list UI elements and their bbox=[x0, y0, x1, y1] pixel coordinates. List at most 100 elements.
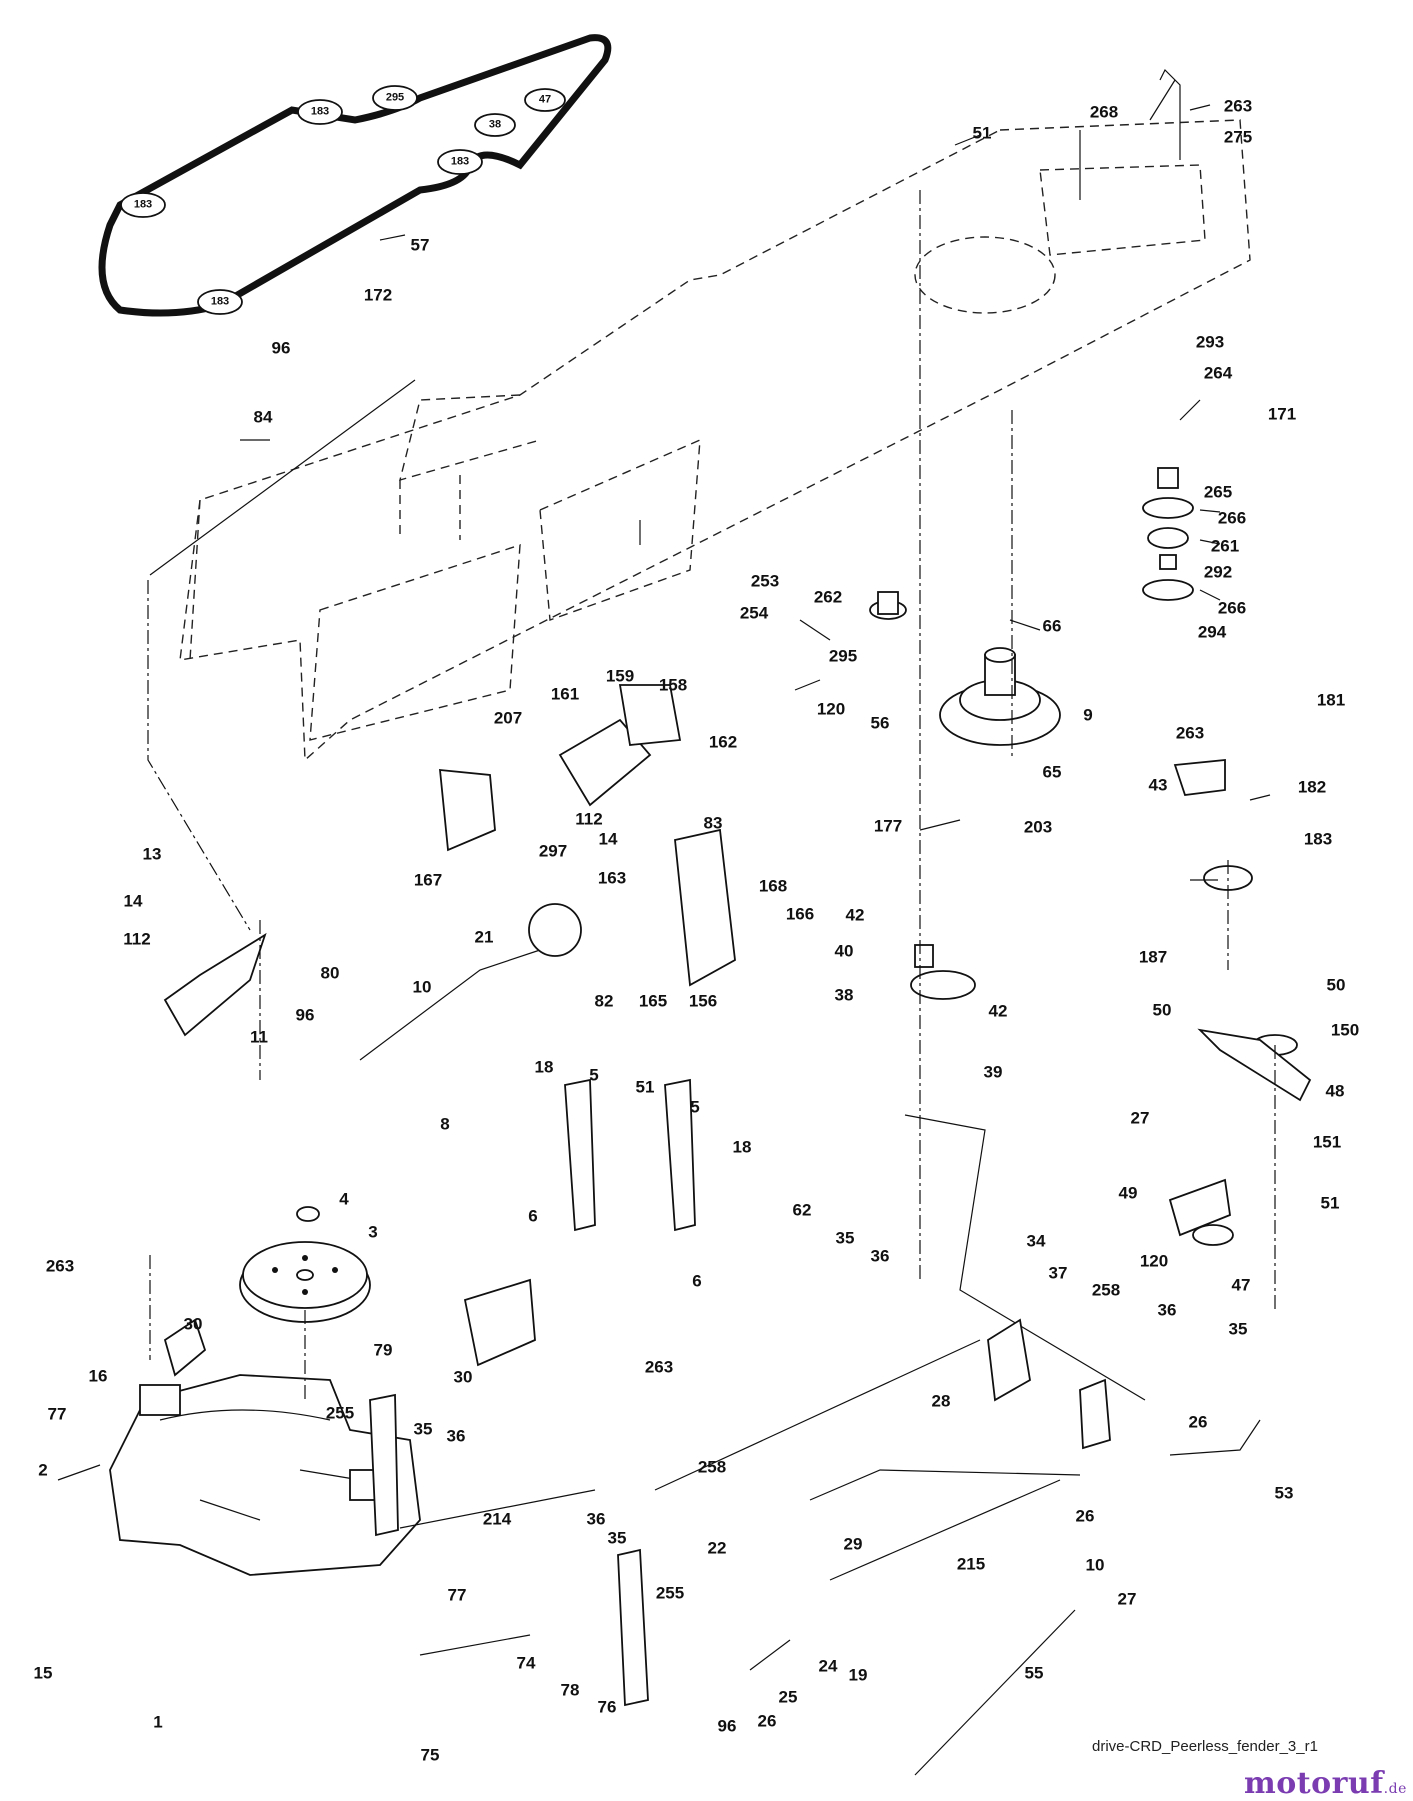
callout-1: 1 bbox=[153, 1712, 163, 1732]
callout-51c: 51 bbox=[1320, 1193, 1340, 1213]
callout-77: 77 bbox=[47, 1404, 67, 1424]
callout-150: 150 bbox=[1330, 1020, 1360, 1040]
callout-163: 163 bbox=[597, 868, 627, 888]
callout-183-belt-c: 183 bbox=[133, 198, 153, 211]
callout-167: 167 bbox=[413, 870, 443, 890]
callout-26: 26 bbox=[1188, 1412, 1208, 1432]
callout-10: 10 bbox=[412, 977, 432, 997]
callout-36: 36 bbox=[870, 1246, 890, 1266]
callout-51: 51 bbox=[972, 123, 992, 143]
callout-264: 264 bbox=[1203, 363, 1233, 383]
callout-4: 4 bbox=[339, 1189, 349, 1209]
callout-183-belt-b: 183 bbox=[450, 155, 470, 168]
callout-34: 34 bbox=[1026, 1231, 1046, 1251]
callout-18b: 18 bbox=[732, 1137, 752, 1157]
callout-215: 215 bbox=[956, 1554, 986, 1574]
callout-177: 177 bbox=[873, 816, 903, 836]
callout-6b: 6 bbox=[692, 1271, 702, 1291]
callout-187: 187 bbox=[1138, 947, 1168, 967]
idler-stack bbox=[869, 467, 1298, 1246]
callout-5: 5 bbox=[589, 1065, 599, 1085]
callout-161: 161 bbox=[550, 684, 580, 704]
drive-belt bbox=[98, 34, 612, 317]
callout-183-belt-a: 183 bbox=[310, 105, 330, 118]
callout-262: 262 bbox=[813, 587, 843, 607]
callout-40: 40 bbox=[834, 941, 854, 961]
callout-168: 168 bbox=[758, 876, 788, 896]
callout-35c: 35 bbox=[413, 1419, 433, 1439]
callout-16: 16 bbox=[88, 1366, 108, 1386]
callout-172: 172 bbox=[363, 285, 393, 305]
callout-263c: 263 bbox=[45, 1256, 75, 1276]
callout-35b: 35 bbox=[1228, 1319, 1248, 1339]
callout-258b: 258 bbox=[697, 1457, 727, 1477]
callout-214: 214 bbox=[482, 1509, 512, 1529]
callout-96: 96 bbox=[271, 338, 291, 358]
callout-253: 253 bbox=[750, 571, 780, 591]
callout-5b: 5 bbox=[690, 1097, 700, 1117]
tractor-frame bbox=[179, 119, 1251, 762]
callout-82: 82 bbox=[594, 991, 614, 1011]
callout-39: 39 bbox=[983, 1062, 1003, 1082]
callout-263d: 263 bbox=[644, 1357, 674, 1377]
callout-258: 258 bbox=[1091, 1280, 1121, 1300]
callout-11: 11 bbox=[250, 1027, 268, 1047]
callout-51b: 51 bbox=[635, 1077, 655, 1097]
callout-2: 2 bbox=[38, 1460, 48, 1480]
callout-19: 19 bbox=[848, 1665, 868, 1685]
callout-38-belt: 38 bbox=[488, 118, 502, 131]
callout-120: 120 bbox=[816, 699, 846, 719]
callout-203: 203 bbox=[1023, 817, 1053, 837]
callout-47-belt: 47 bbox=[538, 93, 552, 106]
callout-36d: 36 bbox=[586, 1509, 606, 1529]
callout-266: 266 bbox=[1217, 508, 1247, 528]
callout-156: 156 bbox=[688, 991, 718, 1011]
callout-50b: 50 bbox=[1326, 975, 1346, 995]
callout-166: 166 bbox=[785, 904, 815, 924]
callout-77b: 77 bbox=[447, 1585, 467, 1605]
brackets bbox=[163, 684, 1312, 1707]
rods bbox=[149, 68, 1261, 1656]
callout-35d: 35 bbox=[607, 1528, 627, 1548]
callout-165: 165 bbox=[638, 991, 668, 1011]
callout-120b: 120 bbox=[1139, 1251, 1169, 1271]
callout-22: 22 bbox=[707, 1538, 727, 1558]
watermark-logo: motoruf.de bbox=[1244, 1766, 1407, 1801]
callout-293: 293 bbox=[1195, 332, 1225, 352]
callout-255b: 255 bbox=[655, 1583, 685, 1603]
callout-27b: 27 bbox=[1117, 1589, 1137, 1609]
callout-26c: 26 bbox=[757, 1711, 777, 1731]
callout-292: 292 bbox=[1203, 562, 1233, 582]
callout-263b: 263 bbox=[1175, 723, 1205, 743]
callout-57: 57 bbox=[410, 235, 430, 255]
callout-268: 268 bbox=[1089, 102, 1119, 122]
callout-3: 3 bbox=[368, 1222, 378, 1242]
callout-43: 43 bbox=[1148, 775, 1168, 795]
callout-35: 35 bbox=[835, 1228, 855, 1248]
callout-15: 15 bbox=[33, 1663, 53, 1683]
callout-275: 275 bbox=[1223, 127, 1253, 147]
callout-62: 62 bbox=[792, 1200, 812, 1220]
callout-261: 261 bbox=[1210, 536, 1240, 556]
callout-10b: 10 bbox=[1085, 1555, 1105, 1575]
callout-112: 112 bbox=[575, 809, 603, 829]
callout-84: 84 bbox=[253, 407, 273, 427]
callout-83: 83 bbox=[703, 813, 723, 833]
pulley-9 bbox=[939, 647, 1061, 746]
callout-30b: 30 bbox=[453, 1367, 473, 1387]
pulley-3 bbox=[239, 1206, 371, 1323]
diagram-caption: drive-CRD_Peerless_fender_3_r1 bbox=[1092, 1738, 1318, 1755]
callout-65: 65 bbox=[1042, 762, 1062, 782]
callout-181: 181 bbox=[1316, 690, 1346, 710]
callout-56: 56 bbox=[870, 713, 890, 733]
callout-265: 265 bbox=[1203, 482, 1233, 502]
springs bbox=[57, 1464, 1076, 1776]
callout-183-belt-d: 183 bbox=[210, 295, 230, 308]
callout-47: 47 bbox=[1231, 1275, 1251, 1295]
callout-28: 28 bbox=[931, 1391, 951, 1411]
watermark-suffix: .de bbox=[1383, 1781, 1407, 1797]
callout-183: 183 bbox=[1303, 829, 1333, 849]
callout-96b: 96 bbox=[295, 1005, 315, 1025]
callout-27: 27 bbox=[1130, 1108, 1150, 1128]
